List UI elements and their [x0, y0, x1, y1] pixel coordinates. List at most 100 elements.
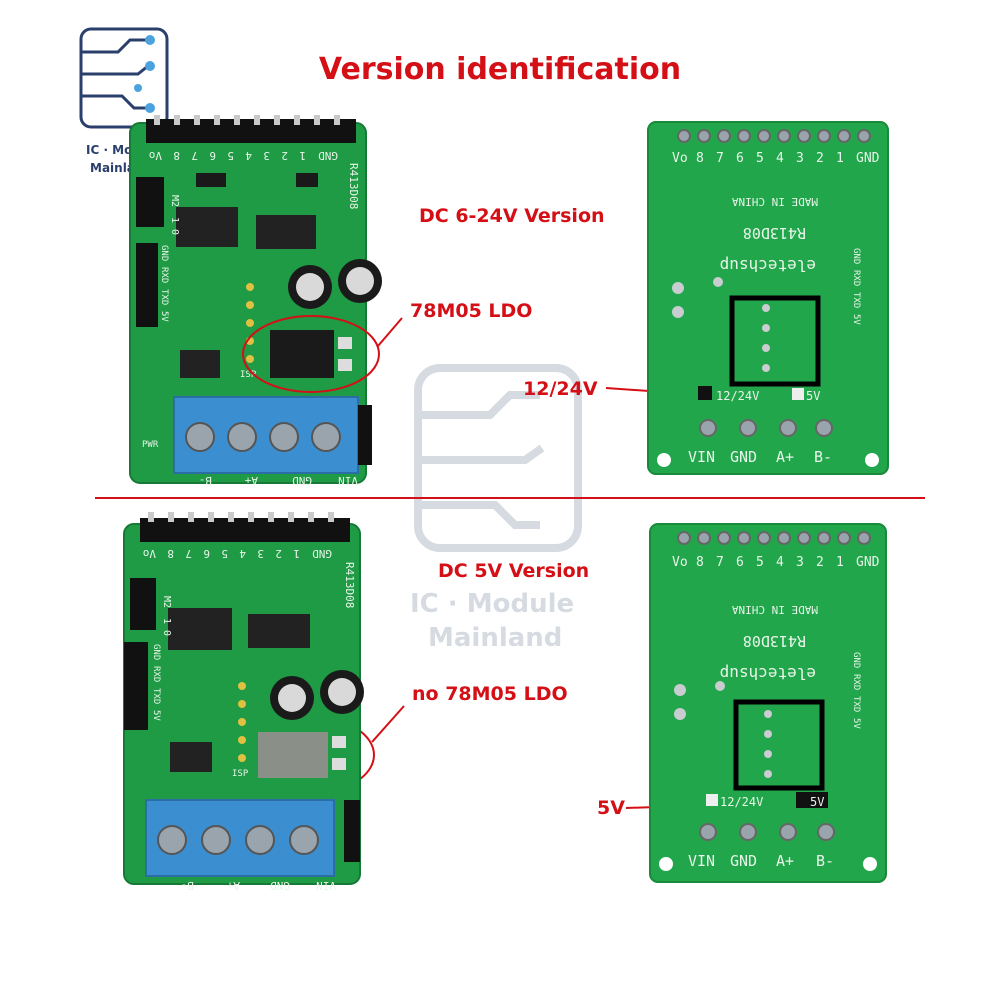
svg-text:RXD: RXD	[159, 267, 169, 283]
svg-text:5V: 5V	[851, 314, 861, 325]
page-title: Version identification	[318, 52, 682, 87]
back-model-label: R413D08	[743, 224, 806, 242]
pin-label: 8	[173, 149, 180, 162]
svg-text:3: 3	[796, 151, 804, 166]
jumper-header	[130, 578, 156, 630]
jumper-pad-12-24v	[698, 386, 712, 400]
pin-header	[146, 119, 356, 143]
circuit-logo-icon	[79, 27, 169, 129]
svg-text:8: 8	[696, 555, 704, 570]
svg-text:TXD: TXD	[851, 696, 861, 712]
svg-text:B-: B-	[816, 852, 834, 870]
jumper-label-12-24v-callout: 12/24V	[523, 378, 598, 400]
jumper-pad-5v	[796, 792, 828, 808]
uart-header	[124, 642, 148, 730]
svg-text:7: 7	[716, 151, 724, 166]
pin-label: 4	[245, 149, 252, 162]
svg-text:B-: B-	[814, 448, 832, 466]
svg-text:6: 6	[203, 547, 210, 560]
brand-label: eletechsup	[720, 256, 816, 275]
svg-text:GND: GND	[730, 852, 757, 870]
pin-label: Vo	[149, 149, 162, 162]
svg-text:2: 2	[816, 151, 824, 166]
watermark-line-2: Mainland	[428, 623, 562, 653]
ic-chip	[176, 207, 238, 247]
empty-ldo-footprint	[258, 732, 328, 778]
svg-text:5: 5	[221, 547, 228, 560]
svg-text:GND: GND	[851, 652, 861, 668]
pin-label: 7	[191, 149, 198, 162]
ldo-regulator	[270, 330, 334, 378]
svg-text:2: 2	[816, 555, 824, 570]
svg-text:5: 5	[756, 151, 764, 166]
svg-text:1: 1	[293, 547, 300, 560]
svg-text:TXD: TXD	[159, 289, 169, 305]
ldo-label: 78M05 LDO	[410, 300, 533, 322]
svg-text:7: 7	[716, 555, 724, 570]
svg-text:8: 8	[696, 151, 704, 166]
svg-text:A+: A+	[226, 879, 240, 892]
svg-text:RXD: RXD	[851, 270, 861, 286]
no-ldo-callout-line	[371, 705, 405, 743]
ic-chip	[248, 614, 310, 648]
model-label: R413D08	[347, 163, 360, 209]
svg-text:5: 5	[756, 555, 764, 570]
svg-text:12/24V: 12/24V	[720, 795, 763, 809]
svg-text:0: 0	[169, 229, 180, 235]
svg-text:M2: M2	[169, 195, 180, 207]
svg-text:6: 6	[736, 555, 744, 570]
svg-text:0: 0	[161, 630, 172, 636]
back-board-6-24v: Vo 8 7 6 5 4 3 2 1 GND MADE IN CHINA R41…	[647, 121, 889, 475]
made-in-label: MADE IN CHINA	[732, 195, 818, 208]
svg-text:6: 6	[736, 151, 744, 166]
svg-text:ISP: ISP	[240, 370, 257, 380]
svg-text:VIN: VIN	[688, 448, 715, 466]
svg-text:Vo: Vo	[672, 555, 688, 570]
svg-text:5V: 5V	[151, 710, 161, 721]
svg-text:Vo: Vo	[672, 151, 688, 166]
jumper-header	[136, 177, 164, 227]
pin-label: 1	[299, 149, 306, 162]
svg-text:VIN: VIN	[338, 474, 358, 487]
front-board-6-24v: GND 1 2 3 4 5 6 7 8 Vo M2 1 0 GND RXD TX…	[129, 115, 382, 487]
svg-text:RXD: RXD	[151, 666, 161, 682]
ic-chip	[256, 215, 316, 249]
ic-chip	[170, 742, 212, 772]
svg-text:Vo: Vo	[143, 547, 156, 560]
pin-label: 2	[281, 149, 288, 162]
ldo-callout-line	[377, 317, 403, 347]
isp-pads	[246, 283, 254, 363]
svg-text:4: 4	[776, 151, 784, 166]
svg-text:R413D08: R413D08	[743, 632, 806, 650]
svg-text:GND: GND	[270, 879, 290, 892]
ic-chip	[180, 350, 220, 378]
svg-text:5V: 5V	[851, 718, 861, 729]
no-ldo-label: no 78M05 LDO	[412, 683, 568, 705]
svg-text:GND: GND	[856, 151, 880, 166]
svg-text:TXD: TXD	[851, 292, 861, 308]
svg-text:VIN: VIN	[688, 852, 715, 870]
svg-text:VIN: VIN	[316, 879, 336, 892]
jumper-label-5v-callout: 5V	[597, 797, 625, 819]
svg-text:7: 7	[185, 547, 192, 560]
svg-text:4: 4	[776, 555, 784, 570]
jumper-pad-5v	[792, 388, 804, 400]
svg-text:ISP: ISP	[232, 769, 249, 779]
jumper-pad-12-24v	[706, 794, 718, 806]
version-label-6-24v: DC 6-24V Version	[419, 205, 605, 227]
version-label-5v: DC 5V Version	[438, 560, 590, 582]
watermark-circuit-icon	[414, 364, 582, 552]
jumper-label-12-24v: 12/24V	[716, 389, 759, 403]
svg-text:GND: GND	[851, 248, 861, 264]
pin-label: GND	[318, 149, 338, 162]
svg-text:5V: 5V	[810, 795, 824, 809]
isp-pads	[238, 682, 246, 762]
circuit-node-icon	[134, 35, 155, 113]
svg-text:GND: GND	[292, 474, 312, 487]
svg-text:MADE IN CHINA: MADE IN CHINA	[732, 603, 818, 616]
svg-text:8: 8	[167, 547, 174, 560]
uart-header	[136, 243, 158, 327]
svg-text:1: 1	[836, 151, 844, 166]
front-board-5v: GND 1 2 3 4 5 6 7 8 Vo M2 1 0 GND RXD TX…	[123, 512, 364, 892]
jumper-label-5v: 5V	[806, 389, 820, 403]
